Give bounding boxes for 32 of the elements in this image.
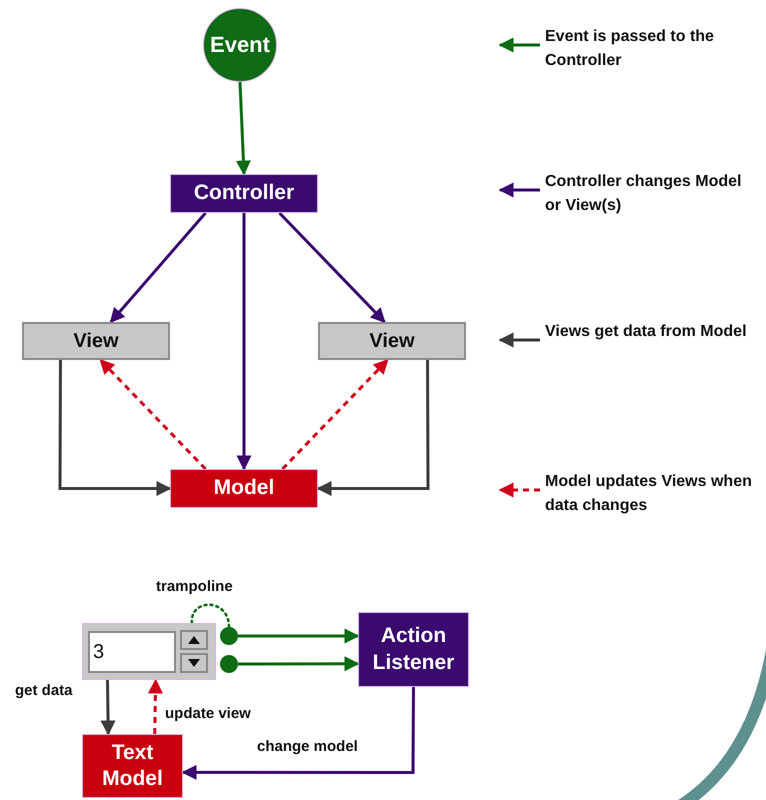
arrow	[182, 687, 415, 780]
node-label: Text Model	[101, 740, 164, 792]
arrow	[236, 82, 251, 176]
node-label: Event	[210, 31, 270, 59]
node-label: View	[369, 328, 415, 354]
arrow	[238, 656, 360, 672]
process-box	[358, 612, 469, 687]
arrow	[236, 213, 252, 470]
view-box	[22, 322, 170, 360]
dashed-arrow	[99, 358, 207, 470]
process-box	[82, 734, 183, 798]
process-box	[170, 469, 318, 508]
legend-text: Event is passed to the Controller	[545, 27, 715, 71]
dashed-arrow	[281, 358, 389, 470]
view-box	[318, 322, 466, 360]
arrow	[238, 628, 360, 644]
arrow	[100, 680, 116, 736]
number-input: 3	[88, 630, 176, 672]
arrow	[58, 360, 172, 496]
arrow	[278, 212, 386, 324]
arrow	[316, 360, 430, 496]
dashed-arrow	[148, 678, 163, 734]
node-label: View	[73, 328, 119, 354]
legend-text: Views get data from Model	[545, 322, 748, 342]
node-label: Action Listener	[372, 623, 456, 676]
legend-text: Controller changes Model or View(s)	[545, 172, 742, 216]
node-label: Model	[214, 475, 274, 502]
spinner-field	[82, 623, 216, 680]
legend-text: Model updates Views when data changes	[545, 472, 753, 516]
node-label: Controller	[194, 180, 294, 206]
arrow	[110, 212, 207, 324]
process-box	[170, 174, 318, 213]
